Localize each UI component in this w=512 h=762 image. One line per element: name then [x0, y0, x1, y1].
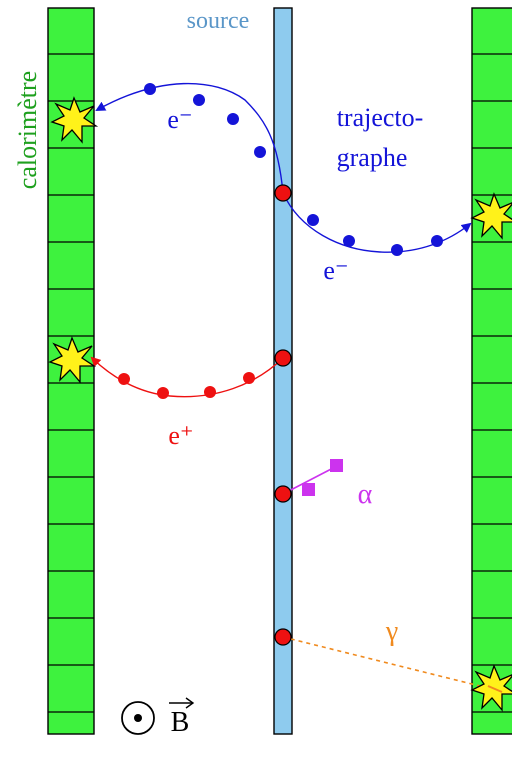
calorimeter-label: calorimètre [13, 71, 42, 189]
tracker-hit [227, 113, 239, 125]
out-of-page-field-icon [122, 702, 154, 734]
vertex-positron [275, 350, 291, 366]
tracker-hit [343, 235, 355, 247]
alpha-hit [330, 459, 343, 472]
positron-label: e⁺ [168, 421, 193, 450]
tracker-label-line2: graphe [337, 143, 408, 172]
positron-track [92, 358, 283, 399]
tracker-hit [118, 373, 130, 385]
source-label: source [187, 8, 250, 34]
electron-track-right [283, 193, 470, 256]
vertex-alpha [275, 486, 291, 502]
vertex-gamma [275, 629, 291, 645]
source-foil [274, 8, 292, 734]
tracker-hit [204, 386, 216, 398]
tracker-hit [243, 372, 255, 384]
magnetic-field-label: B [169, 698, 193, 738]
tracker-hit [144, 83, 156, 95]
tracker-hit [307, 214, 319, 226]
electron-track-top [97, 83, 283, 193]
electron-label-top: e⁻ [167, 105, 192, 134]
alpha-hit [302, 483, 315, 496]
tracker-hit [157, 387, 169, 399]
field-symbol: B [171, 707, 190, 738]
alpha-label: α [358, 479, 373, 510]
tracker-hit [391, 244, 403, 256]
gamma-label: γ [385, 616, 398, 647]
tracker-hit [431, 235, 443, 247]
electron-label-right: e⁻ [323, 256, 348, 285]
tracker-hit [254, 146, 266, 158]
calorimeter-right [472, 8, 512, 734]
vertex-electrons [275, 185, 291, 201]
tracker-hit [193, 94, 205, 106]
tracker-label-line1: trajecto- [337, 103, 424, 132]
